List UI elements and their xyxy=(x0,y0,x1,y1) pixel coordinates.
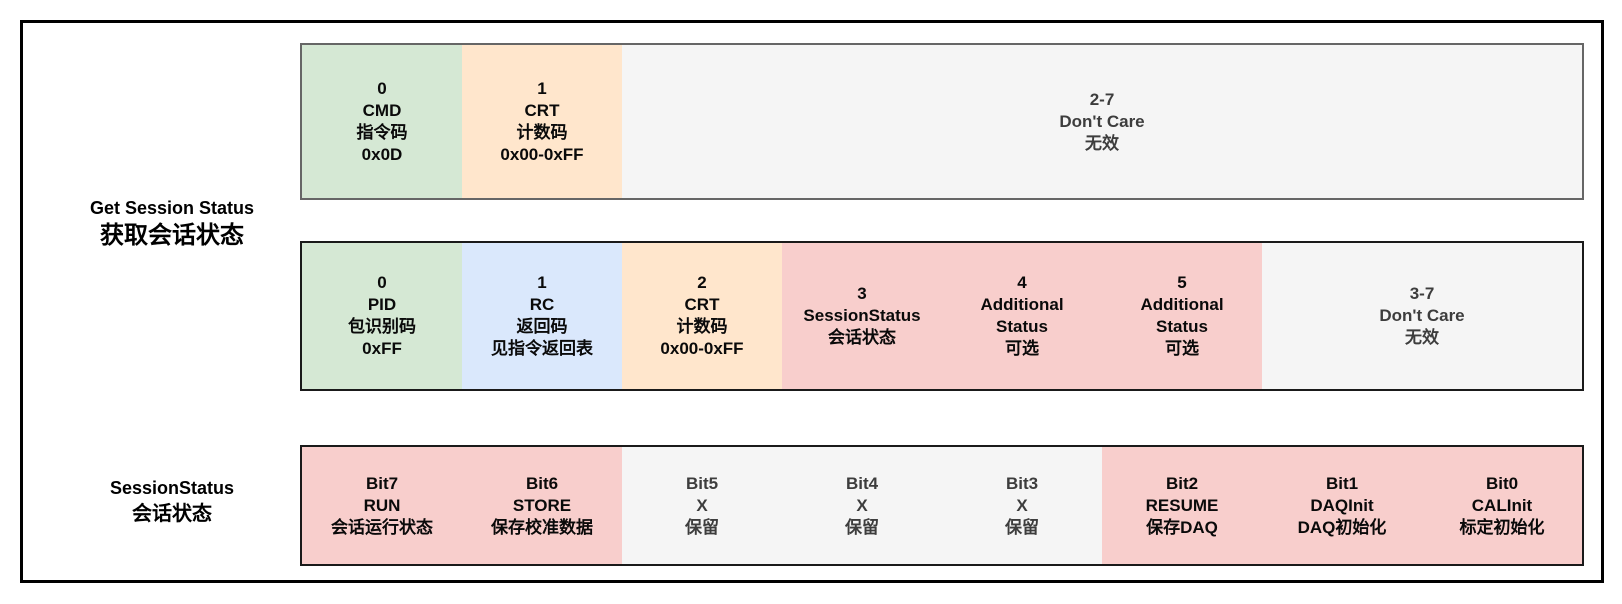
field-line: 3 xyxy=(857,284,867,303)
field-line: Bit6 xyxy=(525,473,559,493)
field-line: 可选 xyxy=(1165,339,1199,358)
field-line: X xyxy=(856,495,868,515)
label-get-session-status-en: Get Session Status xyxy=(89,198,255,218)
field-line: Bit5 xyxy=(685,473,719,493)
field-line: Bit4 xyxy=(845,473,879,493)
field-line: CRT xyxy=(684,295,720,314)
field-line: X xyxy=(1016,495,1028,515)
field-line: 可选 xyxy=(1005,339,1039,358)
field-line: 5 xyxy=(1177,273,1187,292)
field-line: 1 xyxy=(537,78,547,98)
field-line: SessionStatus xyxy=(803,306,921,325)
field-line: Don't Care xyxy=(1379,306,1465,325)
field-line: 保留 xyxy=(685,517,719,537)
field-line: 0 xyxy=(377,78,387,98)
field-line: Additional xyxy=(1140,295,1224,314)
field-line: 计数码 xyxy=(676,317,728,336)
field-line: 见指令返回表 xyxy=(491,339,593,358)
field-line: 0 xyxy=(377,273,387,292)
field-line: 包识别码 xyxy=(348,317,416,336)
field-line: 保留 xyxy=(845,517,879,537)
label-session-status-zh: 会话状态 xyxy=(132,503,212,525)
field-line: PID xyxy=(367,295,397,314)
field-line: X xyxy=(696,495,708,515)
field-line: 计数码 xyxy=(516,122,568,142)
field-line: CMD xyxy=(362,100,402,120)
field-line: 2 xyxy=(697,273,707,292)
field-line: 4 xyxy=(1017,273,1027,292)
field-line: 0x00-0xFF xyxy=(660,339,744,358)
field-line: 指令码 xyxy=(356,122,408,142)
label-session-status: SessionStatus 会话状态 xyxy=(35,477,309,529)
field-line: Bit3 xyxy=(1005,473,1039,493)
field-line: 无效 xyxy=(1085,133,1119,153)
label-get-session-status: Get Session Status 获取会话状态 xyxy=(35,196,309,252)
field-line: Bit0 xyxy=(1485,473,1519,493)
field-line: STORE xyxy=(512,495,572,515)
field-line: Status xyxy=(1156,317,1208,336)
field-line: 3-7 xyxy=(1409,284,1435,303)
field-line: CRT xyxy=(524,100,560,120)
field-line: Status xyxy=(996,317,1048,336)
field-line: 保存DAQ xyxy=(1146,517,1218,537)
field-line: 会话状态 xyxy=(828,328,896,347)
field-line: Bit2 xyxy=(1165,473,1199,493)
field-line: RC xyxy=(529,295,555,314)
field-line: CALInit xyxy=(1471,495,1533,515)
field-line: 0x00-0xFF xyxy=(500,144,584,164)
field-line: Additional xyxy=(980,295,1064,314)
field-line: Bit7 xyxy=(365,473,399,493)
field-line: 会话运行状态 xyxy=(331,517,433,537)
label-session-status-en: SessionStatus xyxy=(109,478,235,498)
field-line: Don't Care xyxy=(1059,111,1145,131)
field-line: Bit1 xyxy=(1325,473,1359,493)
field-line: DAQInit xyxy=(1310,495,1374,515)
field-line: 保存校准数据 xyxy=(491,517,593,537)
field-line: RUN xyxy=(363,495,401,515)
field-line: 0x0D xyxy=(361,144,403,164)
field-line: 返回码 xyxy=(516,317,568,336)
field-line: 标定初始化 xyxy=(1459,517,1545,537)
field-line: RESUME xyxy=(1145,495,1219,515)
field-line: DAQ初始化 xyxy=(1297,517,1387,537)
field-line: 无效 xyxy=(1405,328,1439,347)
field-line: 保留 xyxy=(1005,517,1039,537)
label-get-session-status-zh: 获取会话状态 xyxy=(100,222,244,249)
field-line: 0xFF xyxy=(362,339,402,358)
field-line: 2-7 xyxy=(1089,89,1115,109)
field-line: 1 xyxy=(537,273,547,292)
